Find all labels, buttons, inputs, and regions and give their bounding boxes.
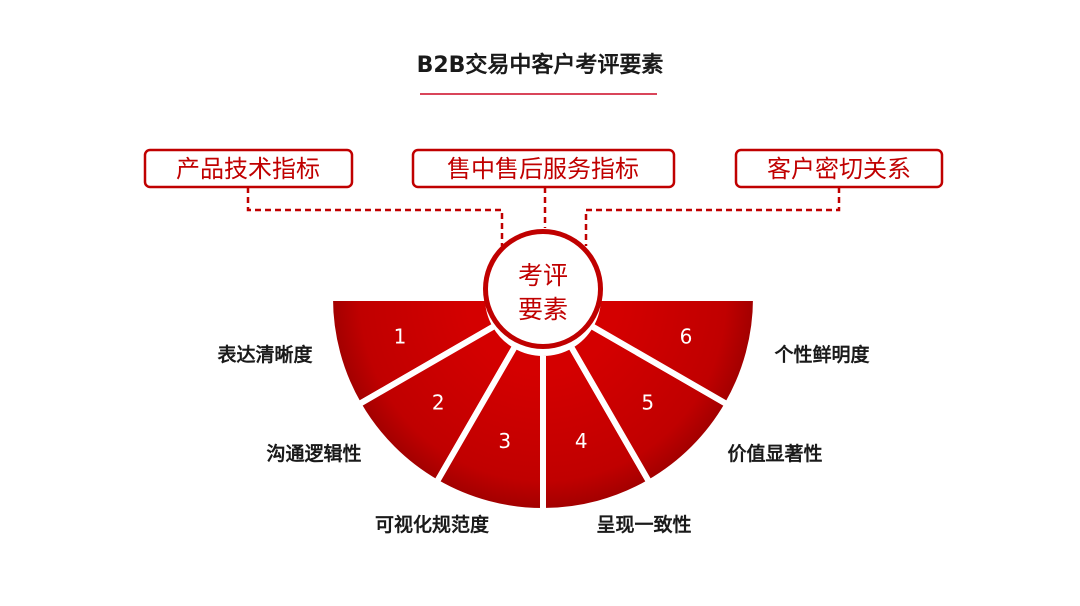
segment-label-5: 价值显著性 <box>727 442 822 465</box>
page-title: B2B交易中客户考评要素 <box>417 52 664 78</box>
segment-label-4: 呈现一致性 <box>596 513 691 536</box>
fan-segment-3 <box>433 342 546 514</box>
segment-number-6: 6 <box>680 324 693 348</box>
segment-label-1: 表达清晰度 <box>217 343 313 366</box>
fan-segment-5 <box>567 322 731 486</box>
dashed-connectors <box>246 187 841 246</box>
segment-label-6: 个性鲜明度 <box>773 343 870 366</box>
segment-number-3: 3 <box>498 429 511 453</box>
category-box-relationship: 客户密切关系 <box>734 148 944 189</box>
fan-segment-2 <box>355 322 519 486</box>
category-label: 售中售后服务指标 <box>447 155 639 183</box>
segment-number-4: 4 <box>575 429 588 453</box>
center-label-line1: 考评 <box>518 261 568 290</box>
connector-left <box>246 187 504 246</box>
category-label: 客户密切关系 <box>767 155 911 183</box>
segment-number-5: 5 <box>641 391 654 415</box>
center-label-line2: 要素 <box>518 295 568 324</box>
category-box-product: 产品技术指标 <box>143 148 354 189</box>
title-underline <box>420 93 657 95</box>
category-box-service: 售中售后服务指标 <box>411 148 676 189</box>
segment-number-2: 2 <box>432 391 445 415</box>
segment-label-2: 沟通逻辑性 <box>266 442 361 465</box>
segment-number-1: 1 <box>394 324 407 348</box>
connector-right <box>584 187 841 246</box>
category-label: 产品技术指标 <box>176 155 320 183</box>
fan-segment-4 <box>540 342 653 514</box>
segment-label-3: 可视化规范度 <box>375 513 490 536</box>
center-circle: 考评 要素 <box>483 229 603 349</box>
